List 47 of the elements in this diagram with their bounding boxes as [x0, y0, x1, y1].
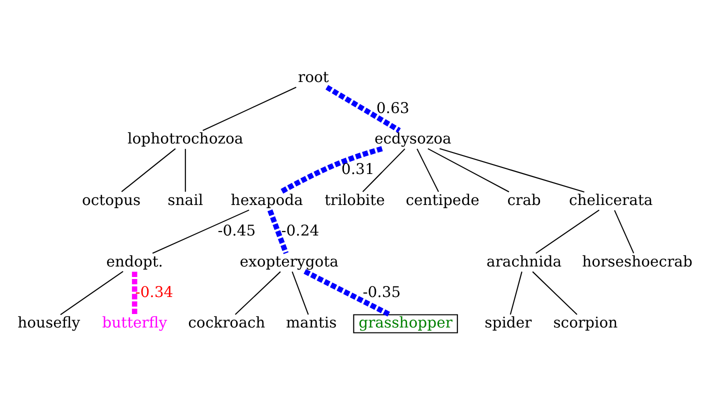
connector [121, 148, 176, 192]
node-text: trilobite [324, 192, 385, 209]
connector [416, 148, 439, 192]
connector [304, 269, 391, 318]
connector [362, 148, 406, 192]
connector [532, 271, 578, 315]
connector [614, 210, 634, 254]
node-text: octopus [82, 192, 141, 209]
node-text: ecdysozoa [374, 130, 452, 148]
node-text: hexapoda [230, 192, 303, 209]
edge-label: 0.63 [376, 100, 410, 117]
connector [428, 148, 510, 192]
connector [292, 272, 309, 315]
connector [202, 86, 296, 131]
edge-label: 0.31 [341, 161, 374, 178]
node-text: snail [168, 192, 204, 209]
node-text: root [298, 69, 329, 86]
connector [132, 272, 138, 315]
node-text: scorpion [553, 314, 618, 332]
connector [234, 271, 281, 315]
edge-label: -0.45 [218, 222, 256, 240]
node-text: butterfly [102, 314, 168, 332]
node-text: housefly [18, 314, 80, 332]
node-text: crab [507, 192, 541, 209]
connector [268, 209, 289, 254]
connector [439, 148, 584, 192]
node-text: centipede [406, 192, 480, 209]
node-text: lophotrochozoa [128, 130, 244, 148]
connector [510, 272, 522, 315]
edge-label: -0.34 [135, 284, 174, 301]
connector [326, 85, 401, 133]
node-text: spider [484, 314, 532, 332]
edge-label: -0.24 [281, 222, 320, 240]
node-text: horseshoecrab [582, 253, 692, 270]
edge-label: -0.35 [362, 284, 401, 301]
node-text: exopterygota [240, 253, 339, 270]
node-text: mantis [286, 314, 337, 332]
connector [536, 210, 600, 254]
connector [60, 271, 124, 316]
node-text: chelicerata [568, 192, 653, 209]
node-text: cockroach [188, 314, 266, 332]
node-box: grasshopper [353, 314, 458, 334]
connector [152, 210, 250, 254]
connector [279, 146, 383, 194]
node-text: arachnida [486, 253, 562, 270]
connector [184, 148, 186, 192]
node-text: endopt. [106, 253, 163, 270]
